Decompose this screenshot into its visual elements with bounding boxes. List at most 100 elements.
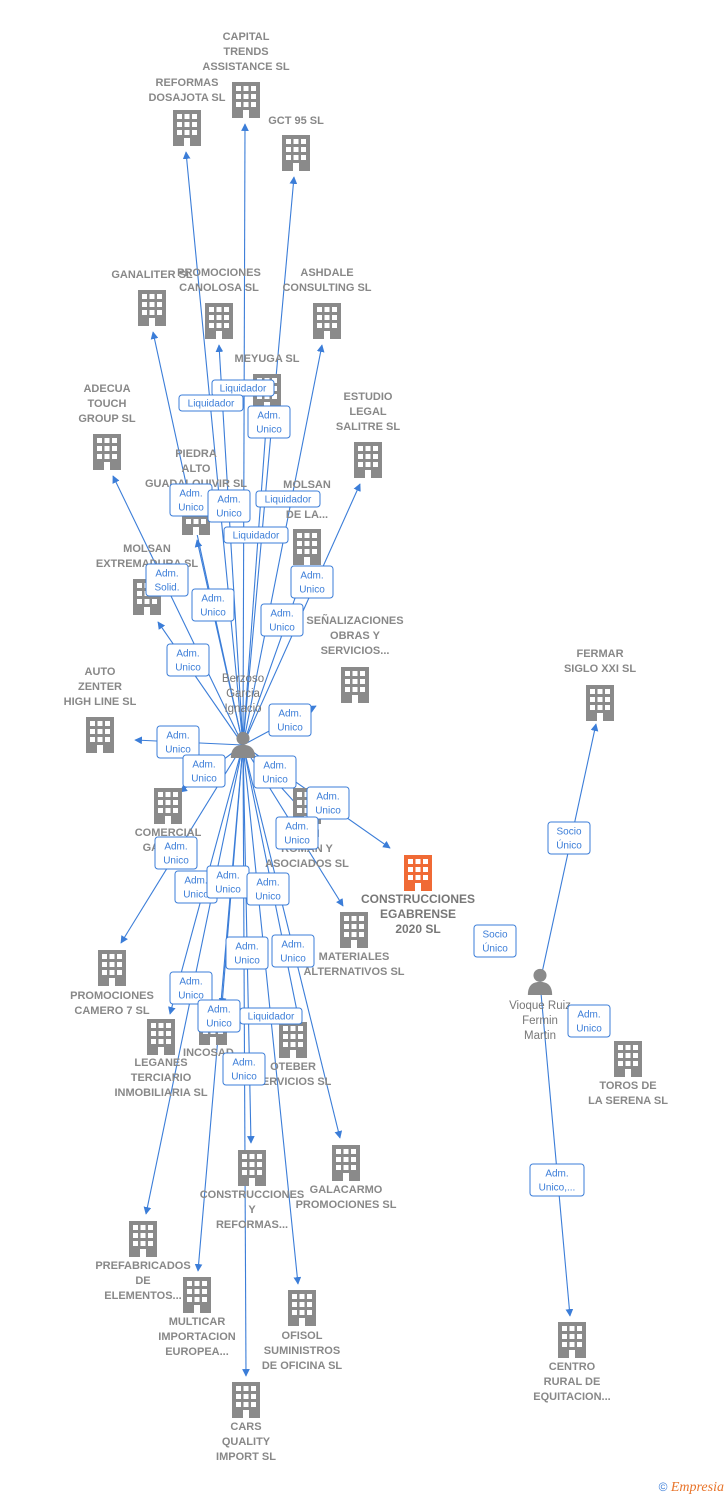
company-label[interactable]: CONSULTING SL [282,282,371,294]
company-label[interactable]: INMOBILIARIA SL [114,1087,207,1099]
company-node-galacarmo[interactable]: GALACARMO PROMOCIONES SL [296,1145,397,1211]
company-label[interactable]: GALACARMO [310,1184,383,1196]
company-label[interactable]: ALTO [182,463,211,475]
company-label[interactable]: FERMAR [576,648,623,660]
company-label[interactable]: PIEDRA [175,448,217,460]
company-label[interactable]: GANALITER SL [111,269,193,281]
footer-brand[interactable]: © Empresia [659,1480,724,1496]
company-label[interactable]: EQUITACION... [533,1391,610,1403]
company-node-camero[interactable]: PROMOCIONES CAMERO 7 SL [70,950,154,1017]
person-label[interactable]: Fermin [522,1015,558,1027]
company-node-auto[interactable]: AUTO ZENTER HIGH LINE SL [64,666,137,753]
company-node-senal[interactable]: SEÑALIZACIONES OBRAS Y SERVICIOS... [306,614,404,703]
company-label[interactable]: MULTICAR [169,1316,226,1328]
company-label[interactable]: HIGH LINE SL [64,696,137,708]
company-label[interactable]: CONSTRUCCIONES [361,892,475,906]
company-label[interactable]: PROMOCIONES SL [296,1199,397,1211]
company-label[interactable]: ASSISTANCE SL [202,61,289,73]
company-node-oteber[interactable]: OTEBER SERVICIOS SL [255,1022,332,1088]
company-label[interactable]: TOROS DE [599,1080,656,1092]
person-label[interactable]: Berzoso [222,673,264,685]
company-label[interactable]: LEGANES [134,1057,187,1069]
company-node-meyuga[interactable]: MEYUGA SL [235,353,300,410]
company-label[interactable]: CAPITAL [223,31,270,43]
company-label[interactable]: Y [248,1204,256,1216]
company-label[interactable]: PREFABRICADOS [95,1260,190,1272]
company-label[interactable]: REFORMAS... [216,1219,288,1231]
person-label[interactable]: Ignacio [224,703,261,715]
company-node-reformas[interactable]: REFORMAS DOSAJOTA SL [148,77,226,146]
company-label[interactable]: REFORMAS [156,77,219,89]
company-label[interactable]: IMPORTACION [158,1331,235,1343]
company-label[interactable]: ALTERNATIVOS SL [303,966,404,978]
company-label[interactable]: AUTO [85,666,116,678]
company-node-ofisol[interactable]: OFISOL SUMINISTROS DE OFICINA SL [262,1290,343,1372]
company-label[interactable]: LA SERENA SL [588,1095,668,1107]
company-node-leganes[interactable]: LEGANES TERCIARIO INMOBILIARIA SL [114,1019,208,1099]
company-label[interactable]: OBRAS Y [330,630,381,642]
company-node-gct[interactable]: GCT 95 SL [268,115,324,171]
company-label[interactable]: 2020 SL [395,922,440,936]
company-label[interactable]: QUALITY [222,1436,271,1448]
company-label[interactable]: MOLSAN [123,543,171,555]
person-label[interactable]: Martin [524,1030,556,1042]
company-label[interactable]: ELEMENTOS... [104,1290,181,1302]
company-node-centro[interactable]: CENTRO RURAL DE EQUITACION... [533,1322,611,1403]
company-label[interactable]: RURAL DE [544,1376,601,1388]
company-label[interactable]: MEYUGA SL [235,353,300,365]
company-label[interactable]: ZENTER [78,681,122,693]
company-label[interactable]: CAMERO 7 SL [74,1005,149,1017]
company-node-toros[interactable]: TOROS DE LA SERENA SL [588,1041,668,1107]
company-label[interactable]: DE LA... [286,509,328,521]
company-label[interactable]: GCT 95 SL [268,115,324,127]
company-label[interactable]: SUMINISTROS [264,1345,340,1357]
company-label[interactable]: LEGAL [349,406,387,418]
company-node-capital[interactable]: CAPITAL TRENDS ASSISTANCE SL [202,31,290,118]
company-label[interactable]: CANOLOSA SL [179,282,259,294]
company-label[interactable]: SALITRE SL [336,421,400,433]
company-label[interactable]: IMPORT SL [216,1451,276,1463]
company-label[interactable]: SIGLO XXI SL [564,663,636,675]
company-label[interactable]: COMERCIAL [135,827,202,839]
company-node-constr_reformas[interactable]: CONSTRUCCIONES Y REFORMAS... [200,1150,305,1231]
company-label[interactable]: OTEBER [270,1061,316,1073]
company-label[interactable]: SEÑALIZACIONES [306,614,403,627]
company-label[interactable]: SERVICIOS SL [255,1076,332,1088]
company-label[interactable]: DOSAJOTA SL [148,92,225,104]
company-node-estudio[interactable]: ESTUDIO LEGAL SALITRE SL [336,391,400,478]
company-node-promociones_canolosa[interactable]: PROMOCIONES CANOLOSA SL [177,267,261,339]
company-label[interactable]: CARS [230,1421,261,1433]
company-label[interactable]: ASOCIADOS SL [265,858,349,870]
company-label[interactable]: CONSTRUCCIONES [200,1189,305,1201]
company-node-ganaliter[interactable]: GANALITER SL [111,269,193,326]
company-label[interactable]: OFISOL [282,1330,323,1342]
company-node-fermar[interactable]: FERMAR SIGLO XXI SL [564,648,636,721]
company-label[interactable]: TRENDS [223,46,268,58]
company-node-multicar[interactable]: MULTICAR IMPORTACION EUROPEA... [158,1277,236,1358]
company-label[interactable]: PROMOCIONES [177,267,261,279]
company-label[interactable]: ESTUDIO [344,391,393,403]
company-node-ashdale[interactable]: ASHDALE CONSULTING SL [282,267,372,339]
company-label[interactable]: PROMOCIONES [70,990,154,1002]
company-label[interactable]: EUROPEA... [165,1346,229,1358]
company-label[interactable]: EGABRENSE [380,907,456,921]
company-label[interactable]: GROUP SL [78,413,136,425]
company-label[interactable]: MATERIALES [319,951,390,963]
company-label[interactable]: ADECUA [83,383,130,395]
company-label[interactable]: TERCIARIO [131,1072,192,1084]
company-node-cars[interactable]: CARS QUALITY IMPORT SL [216,1382,276,1463]
company-label[interactable]: SERVICIOS... [321,645,390,657]
company-label[interactable]: ASHDALE [300,267,353,279]
company-node-materiales[interactable]: MATERIALES ALTERNATIVOS SL [303,912,405,978]
company-node-adecua[interactable]: ADECUA TOUCH GROUP SL [78,383,136,470]
company-label[interactable]: MOLSAN [283,479,331,491]
company-label[interactable]: DE [135,1275,150,1287]
company-label[interactable]: TOUCH [88,398,127,410]
company-node-prefabricados[interactable]: PREFABRICADOS DE ELEMENTOS... [95,1221,191,1302]
company-label[interactable]: DE OFICINA SL [262,1360,343,1372]
company-label[interactable]: CENTRO [549,1361,596,1373]
person-label[interactable]: Vioque Ruiz [509,1000,571,1012]
